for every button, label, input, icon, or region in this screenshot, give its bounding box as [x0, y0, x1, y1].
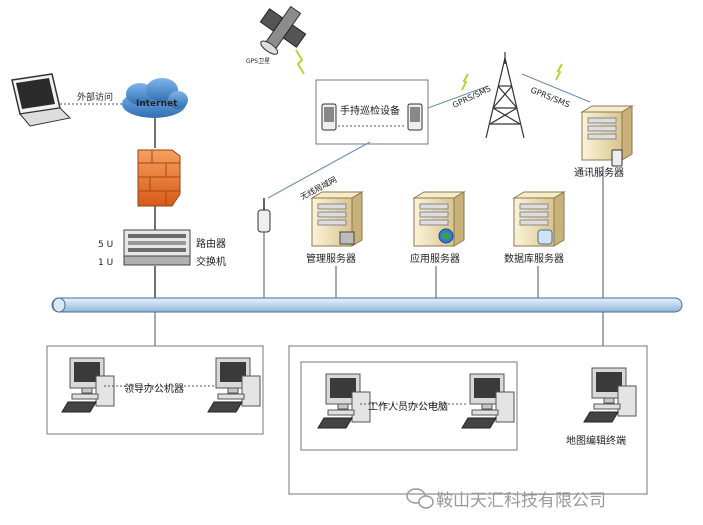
cloud-icon	[122, 78, 188, 118]
leader-office-group-box	[46, 345, 264, 435]
internet-label: Internet	[136, 99, 178, 109]
database-server-label: 数据库服务器	[504, 252, 564, 265]
map-editing-pc-icon	[583, 367, 637, 423]
leader-pc-left-icon	[61, 357, 115, 413]
gps-satellite-label: GPS卫星	[246, 58, 270, 65]
firewall-icon	[137, 149, 181, 207]
wechat-icon	[406, 488, 434, 509]
leader-pc-right-icon	[207, 357, 261, 413]
wireless-antenna-icon	[257, 198, 271, 233]
switch-unit-label: 1 U	[98, 258, 113, 268]
rack-icon	[123, 229, 191, 266]
switch-label: 交换机	[196, 255, 226, 268]
management-server-icon	[311, 191, 363, 247]
handheld-device-group-box	[315, 79, 429, 145]
staff-outer-group-box	[288, 345, 648, 495]
satellite-icon	[259, 5, 307, 55]
communication-server-label: 通讯服务器	[574, 166, 624, 179]
leader-office-label: 领导办公机器	[124, 382, 184, 395]
management-server-label: 管理服务器	[306, 252, 356, 265]
router-label: 路由器	[196, 237, 226, 250]
router-unit-label: 5 U	[98, 240, 113, 250]
antenna-tower-icon	[485, 52, 525, 139]
staff-office-label: 工作人员办公电脑	[368, 400, 448, 413]
handheld-device-label: 手持巡检设备	[340, 104, 400, 117]
watermark-text: 鞍山天汇科技有限公司	[436, 491, 606, 511]
application-server-label: 应用服务器	[410, 252, 460, 265]
laptop-icon	[11, 73, 72, 127]
staff-pc-right-icon	[461, 373, 515, 429]
database-server-icon	[513, 191, 565, 247]
handheld-device-right-icon	[407, 103, 423, 131]
staff-pc-left-icon	[317, 373, 371, 429]
staff-office-group-box	[300, 361, 518, 451]
handheld-device-left-icon	[321, 103, 337, 131]
external-access-label: 外部访问	[77, 91, 113, 103]
map-editing-terminal-label: 地图编辑终端	[566, 434, 626, 447]
application-server-icon	[413, 191, 465, 247]
network-backbone-bus	[51, 297, 683, 313]
communication-server-icon	[581, 105, 633, 167]
gprs-sms-right-label: GPRS/SMS	[529, 86, 571, 110]
